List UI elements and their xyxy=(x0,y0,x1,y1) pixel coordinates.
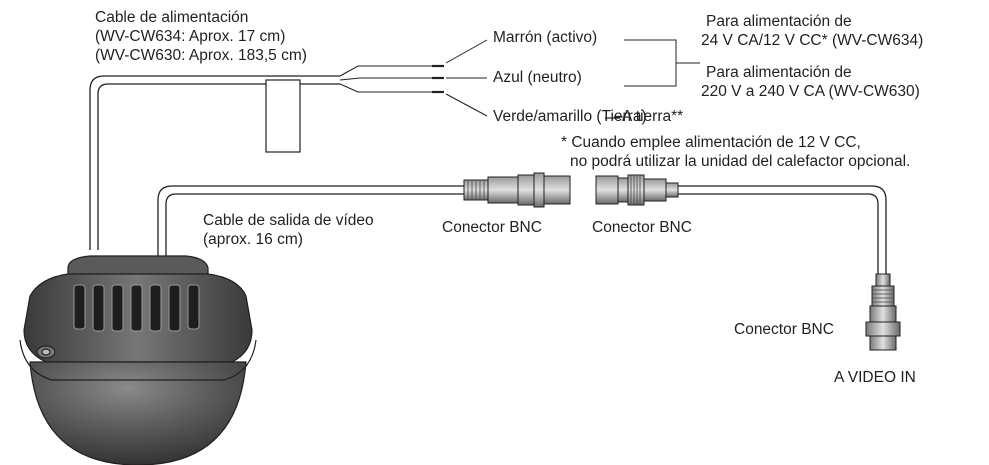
note-line2: no podrá utilizar la unidad del calefact… xyxy=(570,153,911,170)
leader-lines xyxy=(445,39,700,118)
video-cable xyxy=(157,185,464,262)
ground-label: A tierra** xyxy=(622,108,684,125)
video-cable-label: Cable de salida de vídeo xyxy=(203,212,374,229)
power-cable xyxy=(89,75,340,250)
wire-blue-label: Azul (neutro) xyxy=(493,69,582,86)
supply-cw634-line1: Para alimentación de xyxy=(706,13,852,30)
supply-cw630-line2: 220 V a 240 V CA (WV-CW630) xyxy=(701,83,920,100)
dome-camera xyxy=(19,255,257,465)
wire-brown-label: Marrón (activo) xyxy=(493,29,598,46)
supply-cw634-line2: 24 V CA/12 V CC* (WV-CW634) xyxy=(701,32,924,49)
power-cable-length-cw634: (WV-CW634: Aprox. 17 cm) xyxy=(95,28,286,45)
extension-cable xyxy=(678,185,887,274)
cable-tag xyxy=(265,79,301,153)
bnc-connector-cable xyxy=(463,172,571,208)
bnc-connector-video-in xyxy=(865,273,901,351)
video-cable-length: (aprox. 16 cm) xyxy=(203,231,303,248)
screw-left xyxy=(36,345,56,359)
bnc-connector-extension xyxy=(595,174,679,206)
power-wires xyxy=(339,64,444,94)
power-cable-length-cw630: (WV-CW630: Aprox. 183,5 cm) xyxy=(95,47,307,64)
bnc-left-label: Conector BNC xyxy=(442,219,542,236)
bnc-mid-label: Conector BNC xyxy=(592,219,692,236)
bnc-right-label: Conector BNC xyxy=(734,321,834,338)
supply-cw630-line1: Para alimentación de xyxy=(706,64,852,81)
power-cable-title: Cable de alimentación xyxy=(95,9,249,26)
video-in-label: A VIDEO IN xyxy=(834,369,916,386)
wire-green-yellow-label: Verde/amarillo (Tierra) xyxy=(493,108,647,125)
note-line1: * Cuando emplee alimentación de 12 V CC, xyxy=(561,134,861,151)
